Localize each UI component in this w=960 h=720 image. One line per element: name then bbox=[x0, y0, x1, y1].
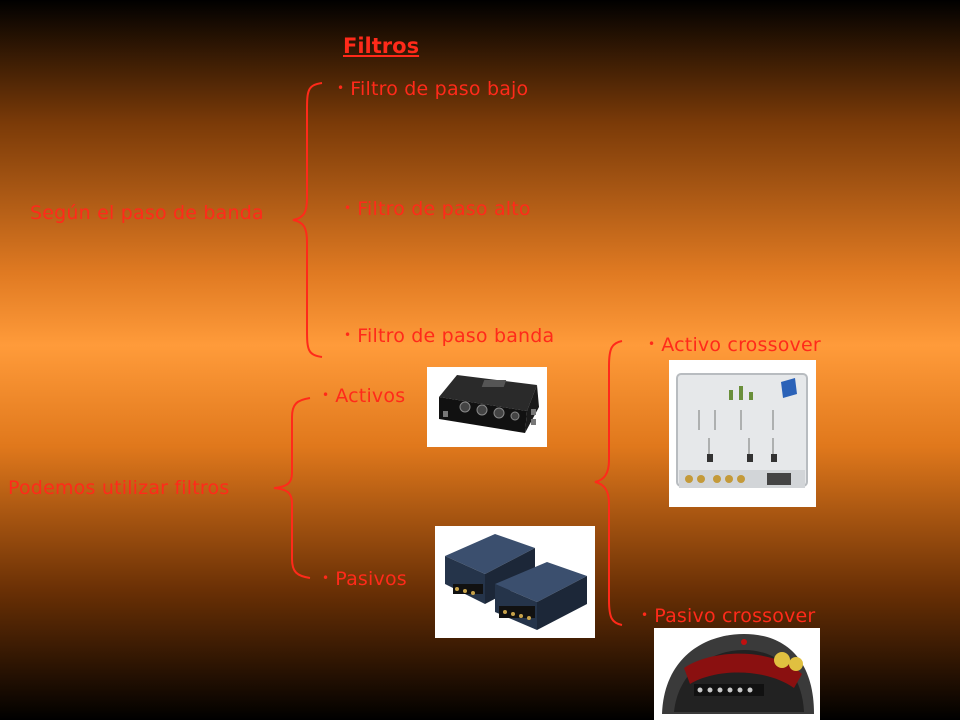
list-item-filtro-paso-alto: •Filtro de paso alto bbox=[344, 198, 531, 220]
bullet-icon: • bbox=[344, 201, 352, 215]
passive-crossover-image bbox=[654, 628, 820, 720]
active-filter-image bbox=[427, 367, 547, 447]
list-item-activos: •Activos bbox=[322, 385, 406, 407]
usage-group-label: Podemos utilizar filtros bbox=[8, 477, 230, 499]
bullet-icon: • bbox=[337, 81, 345, 95]
passive-filter-image bbox=[435, 526, 595, 638]
crossover-brace bbox=[594, 340, 623, 626]
list-item-filtro-paso-banda: •Filtro de paso banda bbox=[344, 325, 555, 347]
list-item-filtro-paso-bajo: •Filtro de paso bajo bbox=[337, 78, 529, 100]
page-title: Filtros bbox=[343, 34, 420, 58]
bullet-icon: • bbox=[648, 337, 656, 351]
usage-brace bbox=[273, 397, 311, 579]
bullet-icon: • bbox=[641, 608, 649, 622]
list-item-pasivos: •Pasivos bbox=[322, 568, 407, 590]
bullet-icon: • bbox=[344, 328, 352, 342]
active-crossover-image bbox=[669, 360, 816, 507]
bullet-icon: • bbox=[322, 571, 330, 585]
list-item-pasivo-crossover: •Pasivo crossover bbox=[641, 605, 816, 627]
band-brace bbox=[292, 82, 323, 358]
bullet-icon: • bbox=[322, 388, 330, 402]
band-group-label: Según el paso de banda bbox=[30, 202, 264, 224]
list-item-activo-crossover: •Activo crossover bbox=[648, 334, 821, 356]
